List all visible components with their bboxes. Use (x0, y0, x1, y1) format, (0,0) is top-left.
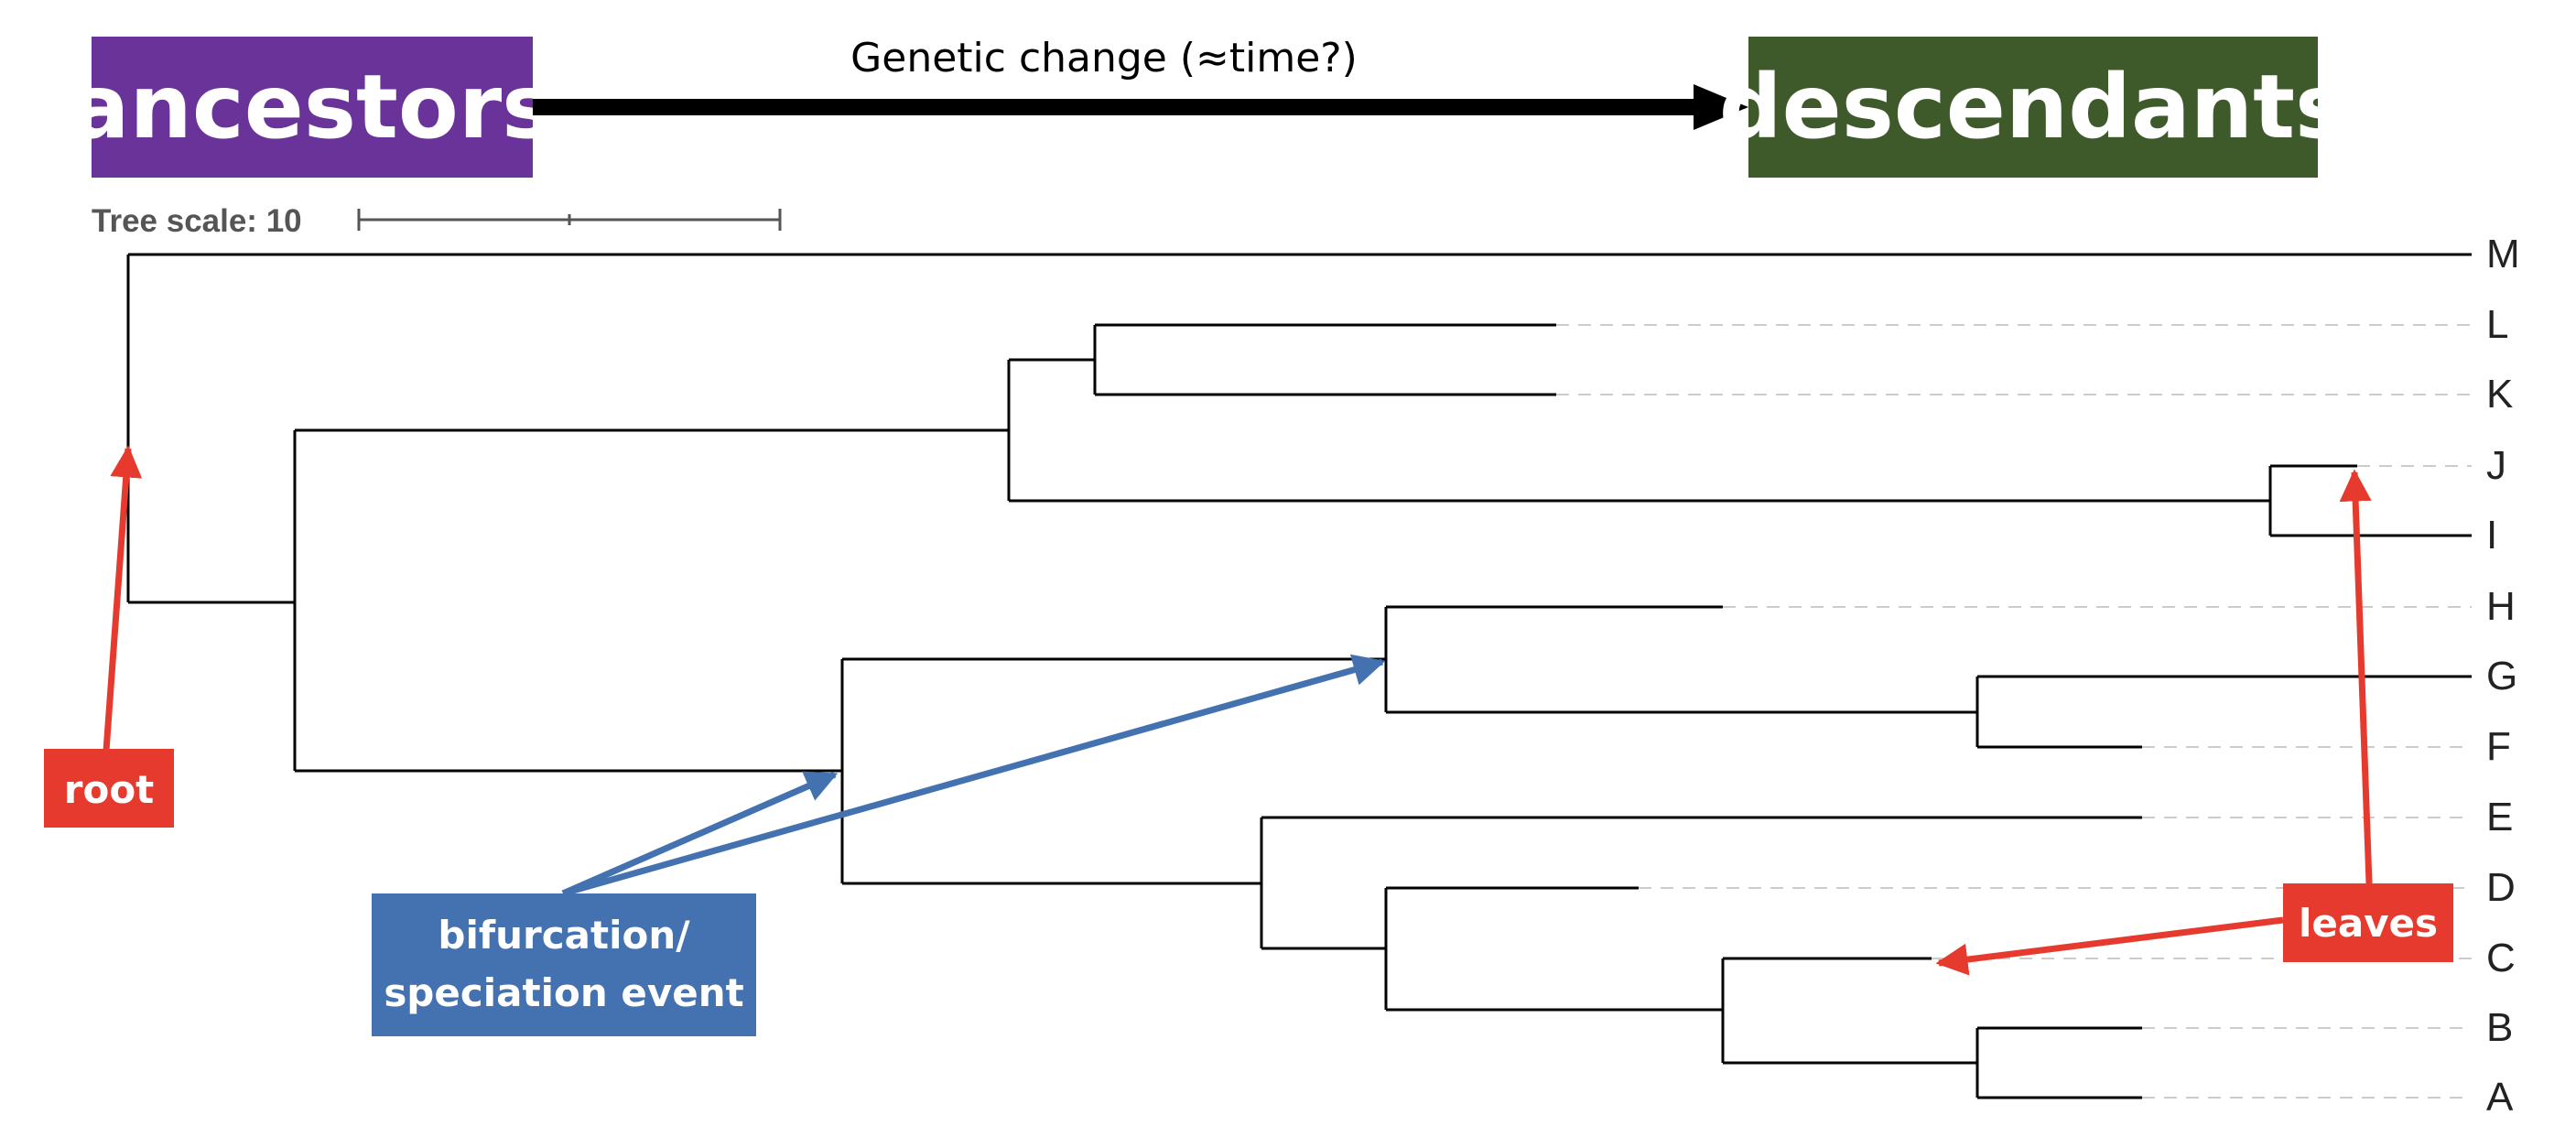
ancestors-box: ancestors (70, 37, 555, 178)
tree-branches (126, 253, 2472, 1099)
leaf-label: M (2486, 232, 2520, 276)
bifurcation-arrow-1 (561, 771, 839, 897)
leaf-label: A (2486, 1075, 2514, 1120)
bifurcation-label-line1: bifurcation/ (438, 913, 690, 958)
leaf-label: K (2486, 372, 2513, 417)
descendants-box: descendants (1719, 37, 2347, 178)
tree-scale-bar (357, 209, 782, 231)
leaf-label: G (2486, 654, 2517, 698)
bifurcation-label-line2: speciation event (384, 970, 743, 1015)
genetic-change-arrowhead (1694, 84, 1748, 130)
bifurcation-arrow-2 (562, 654, 1386, 897)
leaf-label: H (2486, 584, 2516, 629)
arrow-caption: Genetic change (≈time?) (850, 35, 1358, 81)
bifurcation-note: bifurcation/ speciation event (372, 893, 756, 1036)
leaf-label: F (2486, 724, 2511, 769)
leaves-note: leaves (2283, 883, 2453, 962)
descendants-label: descendants (1719, 56, 2347, 158)
leaf-label: I (2486, 513, 2497, 558)
leaves-arrow-to-c (1935, 916, 2284, 976)
leaf-labels: M L K J I H G F E D C B A (2486, 232, 2520, 1120)
ancestors-label: ancestors (70, 56, 555, 158)
root-pointer-arrow (103, 445, 143, 752)
leaf-label: B (2486, 1005, 2513, 1050)
leaf-label: E (2486, 795, 2513, 839)
leaf-label: D (2486, 865, 2516, 910)
leaves-label: leaves (2299, 901, 2438, 946)
root-label: root (64, 767, 155, 812)
leaf-label: J (2486, 443, 2506, 488)
root-note: root (44, 749, 174, 828)
leaf-label: L (2486, 302, 2508, 347)
tree-scale-label: Tree scale: 10 (92, 203, 302, 239)
leaves-arrow-to-j (2339, 469, 2373, 884)
leaf-label: C (2486, 936, 2516, 980)
